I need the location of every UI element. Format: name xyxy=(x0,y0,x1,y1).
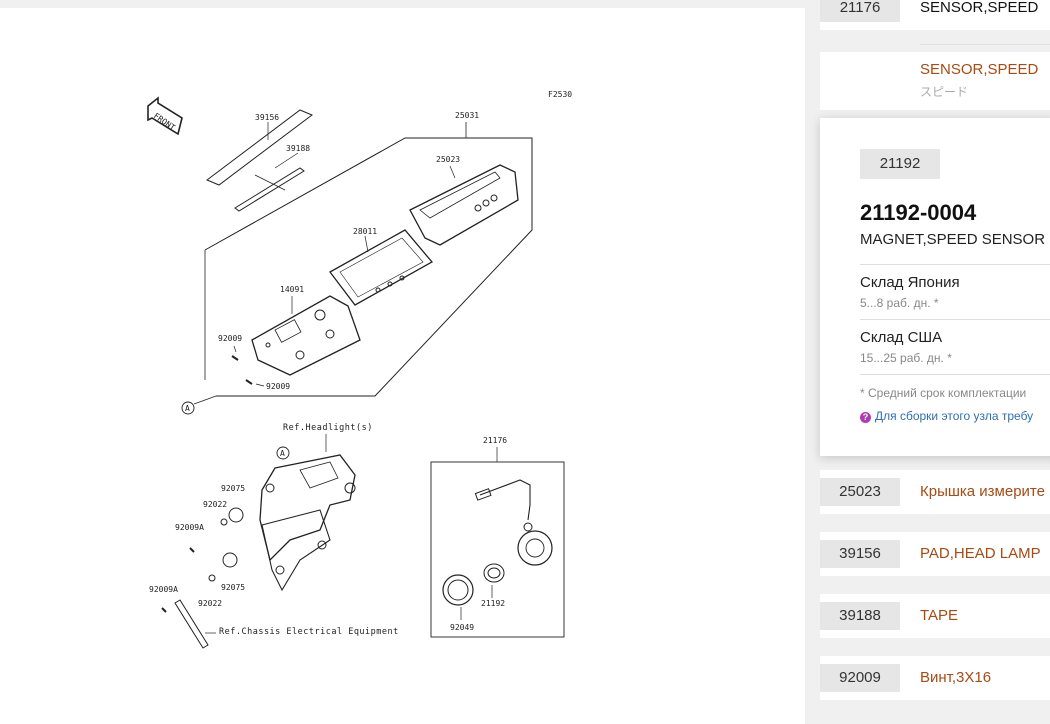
exploded-view-drawing: F2530 FRONT 39156 39188 25031 xyxy=(147,90,572,649)
callout-21192[interactable]: 21192 xyxy=(481,599,505,608)
parts-diagram: F2530 FRONT 39156 39188 25031 xyxy=(0,8,805,724)
divider xyxy=(860,319,1050,320)
part-name[interactable]: SENSOR,SPEED xyxy=(920,61,1039,78)
callout-92009a-a[interactable]: 92009A xyxy=(175,523,204,532)
callout-92009a-b[interactable]: 92009A xyxy=(149,585,178,594)
ref-headlight-label: Ref.Headlight(s) xyxy=(283,423,373,433)
callout-92075-b[interactable]: 92075 xyxy=(221,583,245,592)
callout-21176[interactable]: 21176 xyxy=(483,436,507,445)
part-row-39156[interactable]: 39156 PAD,HEAD LAMP xyxy=(820,532,1050,576)
callout-28011[interactable]: 28011 xyxy=(353,227,377,236)
divider xyxy=(920,44,1050,45)
part-name[interactable]: Крышка измерите xyxy=(920,483,1045,500)
part-name[interactable]: Винт,3X16 xyxy=(920,669,992,686)
callout-39156[interactable]: 39156 xyxy=(255,113,279,122)
svg-text:A: A xyxy=(280,449,285,458)
callout-92022-b[interactable]: 92022 xyxy=(198,599,222,608)
front-arrow-icon: FRONT xyxy=(147,96,183,136)
part-number: 92009 xyxy=(820,664,900,692)
headlight-bracket-drawing: A xyxy=(259,446,356,592)
grommet-92075-drawing xyxy=(161,507,244,613)
part-row-92009[interactable]: 92009 Винт,3X16 xyxy=(820,656,1050,700)
warehouse-japan[interactable]: Склад Япония xyxy=(860,274,960,291)
figure-code: F2530 xyxy=(548,90,572,99)
assembly-link[interactable]: ? Для сборки этого узла требу xyxy=(860,409,1033,423)
part-row-alt[interactable]: SENSOR,SPEED スピード xyxy=(820,52,1050,110)
part-row-25023[interactable]: 25023 Крышка измерите xyxy=(820,470,1050,514)
divider xyxy=(860,374,1050,375)
callout-25031[interactable]: 25031 xyxy=(455,111,479,120)
pad-headlamp-drawing xyxy=(206,109,313,212)
warehouse-usa-days: 15...25 раб. дн. * xyxy=(860,351,952,365)
meter-case-drawing xyxy=(251,295,361,376)
ref-chassis-label: Ref.Chassis Electrical Equipment xyxy=(219,627,399,637)
divider xyxy=(860,264,1050,265)
meter-assembly-outline xyxy=(204,122,533,397)
callout-92075-a[interactable]: 92075 xyxy=(221,484,245,493)
callout-14091[interactable]: 14091 xyxy=(280,285,304,294)
callout-92049[interactable]: 92049 xyxy=(450,623,474,632)
part-number: 39188 xyxy=(820,602,900,630)
lcd-meter-drawing xyxy=(329,229,434,306)
marker-a: A xyxy=(185,404,190,413)
part-row-39188[interactable]: 39188 TAPE xyxy=(820,594,1050,638)
speed-sensor-box xyxy=(430,461,565,638)
part-description: MAGNET,SPEED SENSOR xyxy=(860,231,1046,248)
chassis-ref-drawing xyxy=(174,599,216,649)
screw-92009-drawing xyxy=(231,345,265,387)
parts-list: 21176 SENSOR,SPEED SENSOR,SPEED スピード 250… xyxy=(820,0,1050,724)
part-code: 21192-0004 xyxy=(860,200,977,225)
assembly-link-text[interactable]: Для сборки этого узла требу xyxy=(875,409,1034,423)
callout-39188[interactable]: 39188 xyxy=(286,144,310,153)
warehouse-usa[interactable]: Склад США xyxy=(860,329,943,346)
part-name[interactable]: SENSOR,SPEED xyxy=(920,0,1039,16)
part-number: 39156 xyxy=(820,540,900,568)
part-row-21176[interactable]: 21176 SENSOR,SPEED xyxy=(820,0,1050,30)
part-number-badge: 21192 xyxy=(860,149,940,179)
part-name[interactable]: TAPE xyxy=(920,607,959,624)
part-detail-card: 21192 21192-0004 MAGNET,SPEED SENSOR Скл… xyxy=(820,118,1050,456)
callout-92009-a[interactable]: 92009 xyxy=(218,334,242,343)
meter-cover-drawing xyxy=(409,164,519,246)
callout-92022-a[interactable]: 92022 xyxy=(203,500,227,509)
part-name[interactable]: PAD,HEAD LAMP xyxy=(920,545,1041,562)
part-number: 21176 xyxy=(820,0,900,22)
part-number: 25023 xyxy=(820,478,900,506)
help-icon: ? xyxy=(860,412,871,423)
speed-sensor-drawing xyxy=(442,479,553,620)
part-name-sub: スピード xyxy=(920,85,969,99)
callout-92009-b[interactable]: 92009 xyxy=(266,382,290,391)
lead-time-note: * Средний срок комплектации xyxy=(860,386,1027,400)
callout-25023[interactable]: 25023 xyxy=(436,155,460,164)
warehouse-japan-days: 5...8 раб. дн. * xyxy=(860,296,939,310)
marker-a-icon xyxy=(181,401,195,415)
